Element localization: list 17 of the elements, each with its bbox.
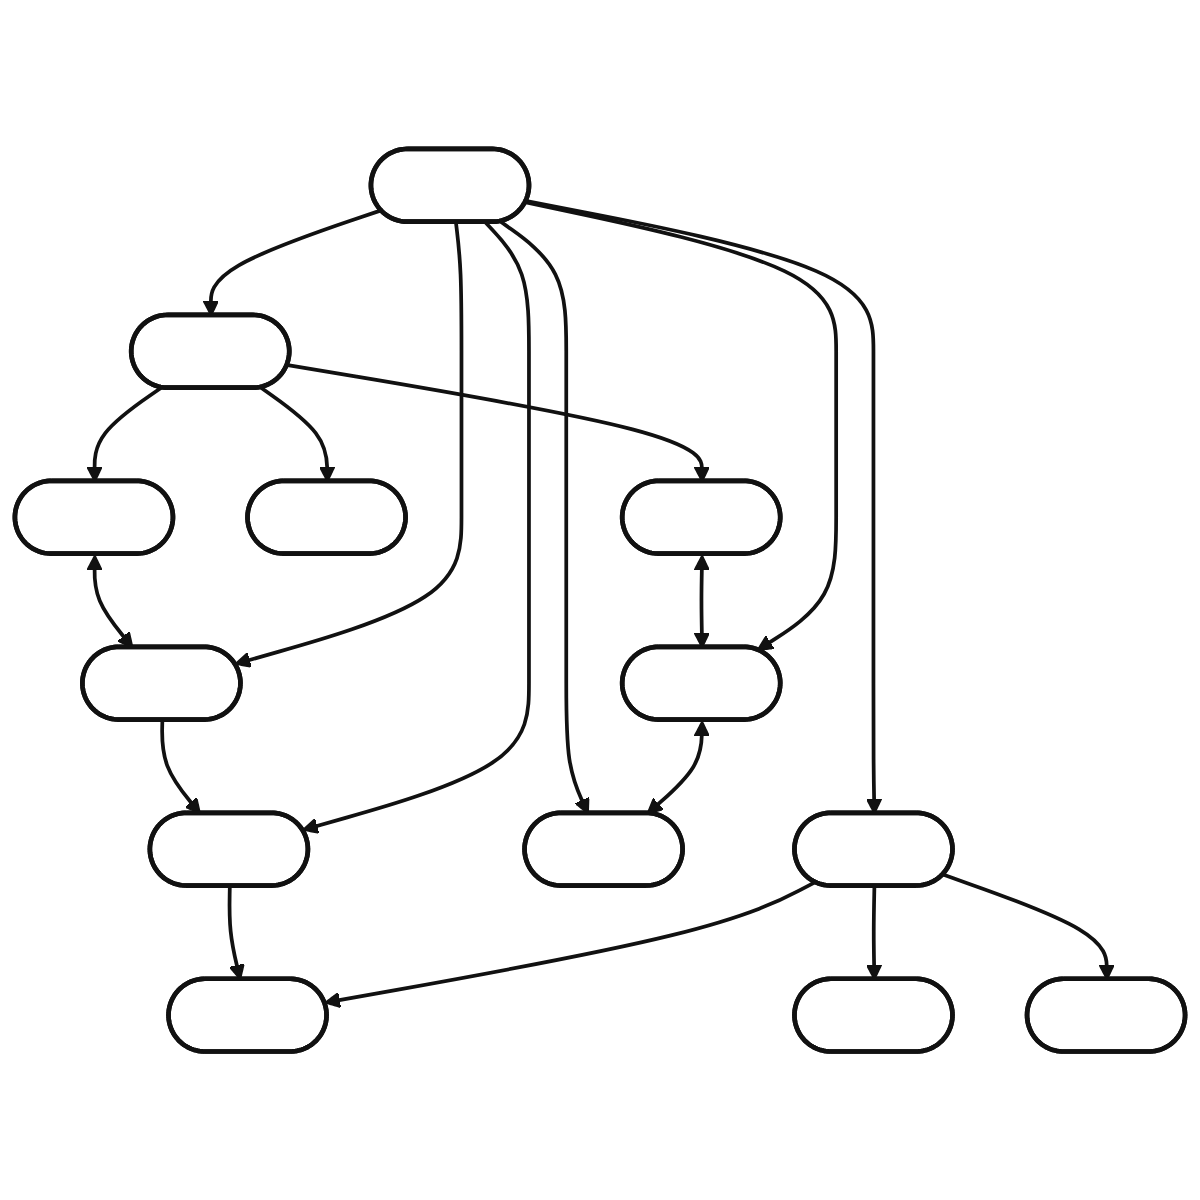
arrow	[227, 886, 245, 981]
arrow	[260, 386, 336, 483]
arrow	[202, 208, 382, 317]
arrow	[160, 720, 201, 815]
arrow	[693, 554, 711, 649]
arrow	[301, 221, 531, 834]
arrow	[865, 886, 883, 981]
arrow	[499, 220, 590, 815]
arrow	[86, 386, 163, 483]
arrow	[526, 199, 883, 815]
arrow	[86, 554, 134, 649]
arrow	[943, 872, 1115, 981]
arrow	[646, 720, 711, 815]
arrow	[525, 200, 839, 651]
arrow	[287, 363, 711, 483]
arrow	[234, 222, 464, 668]
arrow	[324, 880, 816, 1008]
